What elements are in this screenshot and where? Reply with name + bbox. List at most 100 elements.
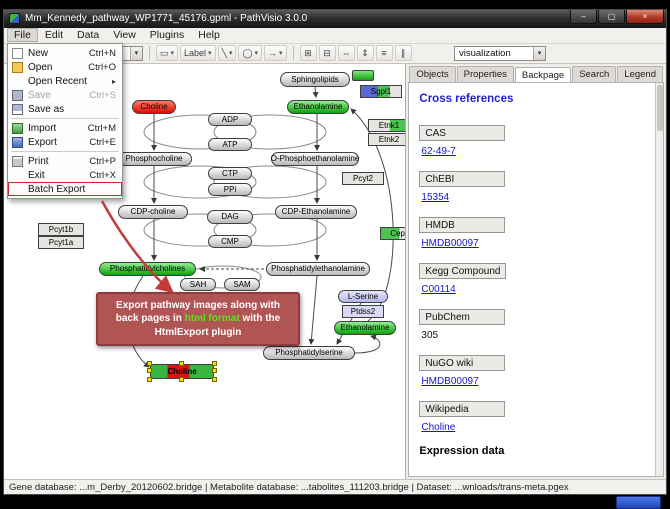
pathway-node-l-serine[interactable]: L-Serine	[338, 289, 388, 303]
pathway-node-pcyt1a[interactable]: Pcyt1a	[38, 235, 84, 249]
backpage-link[interactable]: HMDB00097	[421, 237, 479, 249]
title-bar: Mm_Kennedy_pathway_WP1771_45176.gpml - P…	[4, 10, 666, 28]
backpage-section-title: HMDB	[419, 216, 506, 233]
pathway-node-atp[interactable]: ATP	[208, 137, 252, 151]
tab-search[interactable]: Search	[572, 65, 617, 82]
pathway-node-cdp-choline[interactable]: CDP-choline	[118, 204, 188, 219]
connector-tool-icon[interactable]: →▾	[264, 45, 287, 62]
file-menu-item-save-as[interactable]: Save as	[8, 102, 122, 116]
menu-data[interactable]: Data	[77, 29, 100, 42]
pathway-node-etnk1[interactable]: Etnk1	[368, 118, 406, 132]
node-label: CMP	[221, 236, 239, 246]
menu-edit[interactable]: Edit	[44, 29, 64, 42]
chevron-down-icon[interactable]: ▾	[279, 50, 283, 58]
menu-file[interactable]: File	[7, 28, 38, 43]
chevron-down-icon[interactable]: ▾	[208, 50, 212, 58]
file-menu-item-batch-export[interactable]: Batch Export	[8, 182, 122, 196]
pathway-node-cmp[interactable]: CMP	[208, 234, 252, 248]
selection-handle[interactable]	[179, 376, 184, 382]
stack-vertical-icon[interactable]: ≡	[375, 45, 393, 62]
pathway-node-sam[interactable]: SAM	[224, 277, 260, 291]
selection-tool-icon[interactable]: ▭▾	[155, 45, 178, 62]
backpage-link[interactable]: 15354	[421, 191, 450, 203]
menu-item-label: Exit	[28, 169, 45, 181]
scrollbar-thumb[interactable]	[657, 84, 663, 131]
backpage-link[interactable]: 62-49-7	[421, 145, 456, 157]
pathway-node-o-phosphoethanolamine[interactable]: O-Phosphoethanolamine	[271, 151, 359, 166]
stack-horizontal-icon[interactable]: ∥	[394, 45, 412, 62]
pathway-node-sah[interactable]: SAH	[180, 277, 216, 291]
pathway-node-color-chip[interactable]	[352, 69, 374, 81]
close-button[interactable]: ×	[626, 10, 664, 24]
pathway-node-ptdss2[interactable]: Ptdss2	[342, 304, 384, 318]
pathway-node-phosphatidylethanolamine[interactable]: Phosphatidylethanolamine	[266, 261, 370, 276]
pathway-node-phosphatidylserine[interactable]: Phosphatidylserine	[263, 345, 355, 360]
pathway-node-adp[interactable]: ADP	[208, 112, 252, 126]
chevron-down-icon[interactable]: ▾	[129, 46, 142, 60]
pathway-node-dag[interactable]: DAG	[207, 209, 253, 224]
chevron-down-icon[interactable]: ▾	[228, 50, 233, 58]
chevron-down-icon[interactable]: ▾	[170, 50, 174, 58]
backpage-section-title: CAS	[419, 124, 506, 141]
pathway-node-cdp-ethanolamine[interactable]: CDP-Ethanolamine	[275, 204, 357, 219]
align-horizontal-icon[interactable]: ⊞	[299, 45, 317, 62]
common-height-icon[interactable]: ⇕	[356, 45, 374, 62]
pathway-node-ethanolamine[interactable]: Ethanolamine	[334, 320, 396, 335]
common-height-icon-glyph: ⇕	[361, 47, 369, 58]
pathway-node-etnk2[interactable]: Etnk2	[368, 132, 406, 146]
chevron-down-icon[interactable]: ▾	[254, 50, 259, 58]
pathway-node-pcyt1b[interactable]: Pcyt1b	[38, 222, 84, 236]
selection-handle[interactable]	[179, 360, 184, 366]
menu-help[interactable]: Help	[198, 29, 220, 42]
visualization-select[interactable]: visualization ▾	[454, 45, 546, 61]
shape-tool-icon[interactable]: ◯▾	[238, 45, 263, 62]
tab-properties[interactable]: Properties	[456, 65, 514, 82]
selection-handle[interactable]	[212, 368, 217, 374]
menu-view[interactable]: View	[113, 29, 136, 42]
pathway-node-phosphatidylcholines[interactable]: Phosphatidylcholines	[99, 261, 196, 276]
maximize-button[interactable]: ▢	[598, 10, 625, 24]
backpage-link[interactable]: Choline	[421, 421, 456, 433]
common-width-icon[interactable]: ⇔	[337, 45, 355, 62]
tab-objects[interactable]: Objects	[409, 65, 456, 82]
pathway-node-choline[interactable]: Choline	[147, 360, 217, 382]
line-tool-icon[interactable]: ╲▾	[217, 45, 237, 62]
pathway-node-ctp[interactable]: CTP	[208, 166, 252, 180]
label-tool[interactable]: Label▾	[179, 45, 216, 62]
file-menu-item-open-recent[interactable]: Open Recent▸	[8, 74, 122, 88]
selection-handle[interactable]	[147, 368, 152, 374]
pathway-node-phosphocholine[interactable]: Phosphocholine	[116, 151, 192, 166]
pathway-node-ethanolamine[interactable]: Ethanolamine	[287, 99, 349, 114]
selection-handle[interactable]	[212, 376, 217, 382]
menu-plugins[interactable]: Plugins	[149, 29, 185, 42]
selection-handle[interactable]	[212, 360, 217, 366]
node-label: Sphingolipids	[291, 74, 339, 84]
tab-backpage[interactable]: Backpage	[514, 66, 572, 83]
selection-handle[interactable]	[147, 376, 152, 382]
toolbar-layout-buttons: ⊞⊟⇔ ⇕ ≡∥	[299, 45, 412, 62]
backpage-link[interactable]: HMDB00097	[421, 375, 479, 387]
backpage-link[interactable]: C00114	[421, 283, 456, 295]
selection-handle[interactable]	[147, 360, 152, 366]
tab-legend[interactable]: Legend	[617, 65, 663, 82]
chevron-down-icon[interactable]: ▾	[533, 46, 545, 60]
pathway-node-choline[interactable]: Choline	[132, 99, 176, 114]
pathway-node-sgpl1[interactable]: Sgpl1	[360, 84, 402, 98]
pathway-node-sphingolipids[interactable]: Sphingolipids	[280, 71, 350, 87]
minimize-button[interactable]: –	[570, 10, 597, 24]
align-vertical-icon[interactable]: ⊟	[318, 45, 336, 62]
scrollbar[interactable]	[655, 82, 663, 477]
pathway-node-pcyt2[interactable]: Pcyt2	[342, 171, 384, 185]
backpage-section-title: NuGO wiki	[419, 354, 506, 371]
pathway-node-ppi[interactable]: PPi	[208, 182, 252, 196]
label-tool-glyph: Label	[183, 48, 206, 59]
pathway-node-cept1[interactable]: Cept1	[380, 226, 406, 240]
